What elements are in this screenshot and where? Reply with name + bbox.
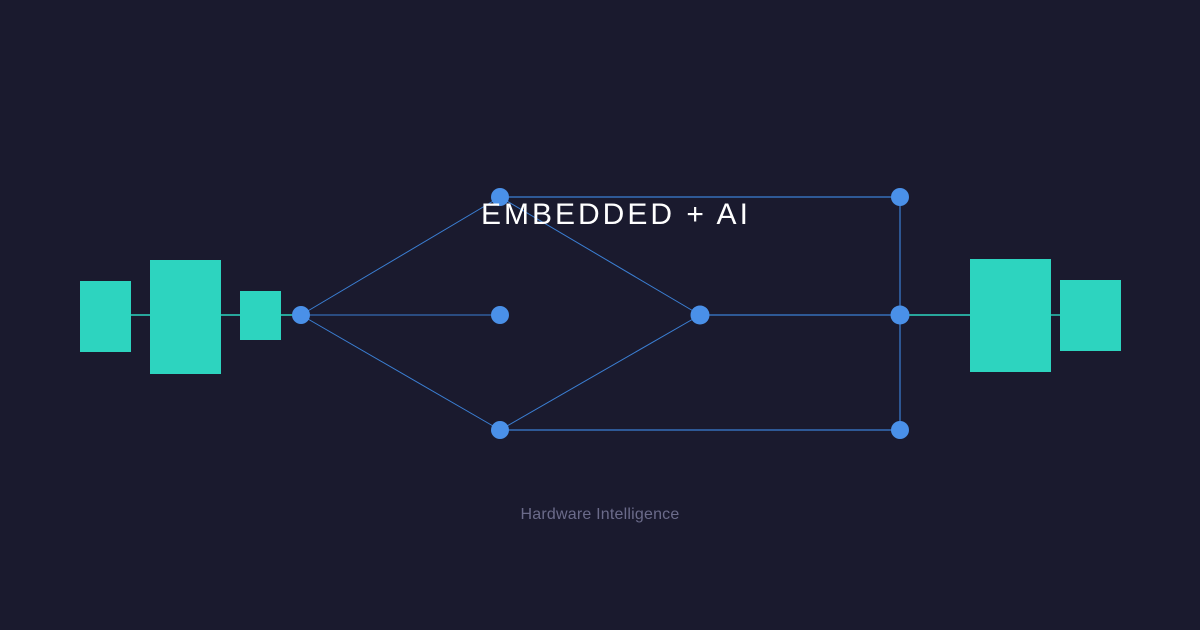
node-hub-left (292, 306, 310, 324)
node-hub-right (690, 305, 710, 325)
node-top-left (491, 188, 509, 206)
node-top-right (891, 188, 909, 206)
node-bottom-left (491, 421, 509, 439)
edge-group (300, 196, 901, 431)
bar-1 (80, 281, 131, 352)
edge-topleft-hubright (499, 196, 701, 316)
node-mid-right (890, 305, 910, 325)
bar-2 (150, 260, 221, 374)
bar-chart-group (80, 259, 1121, 374)
node-group (292, 188, 910, 439)
bar-4 (970, 259, 1051, 372)
node-bottom-right (891, 421, 909, 439)
edge-hubleft-topleft (300, 196, 501, 316)
edge-bottomleft-hubright (499, 314, 701, 431)
bar-5 (1060, 280, 1121, 351)
node-mid-left (491, 306, 509, 324)
bar-3 (240, 291, 281, 340)
edge-hubleft-bottomleft (300, 314, 501, 431)
